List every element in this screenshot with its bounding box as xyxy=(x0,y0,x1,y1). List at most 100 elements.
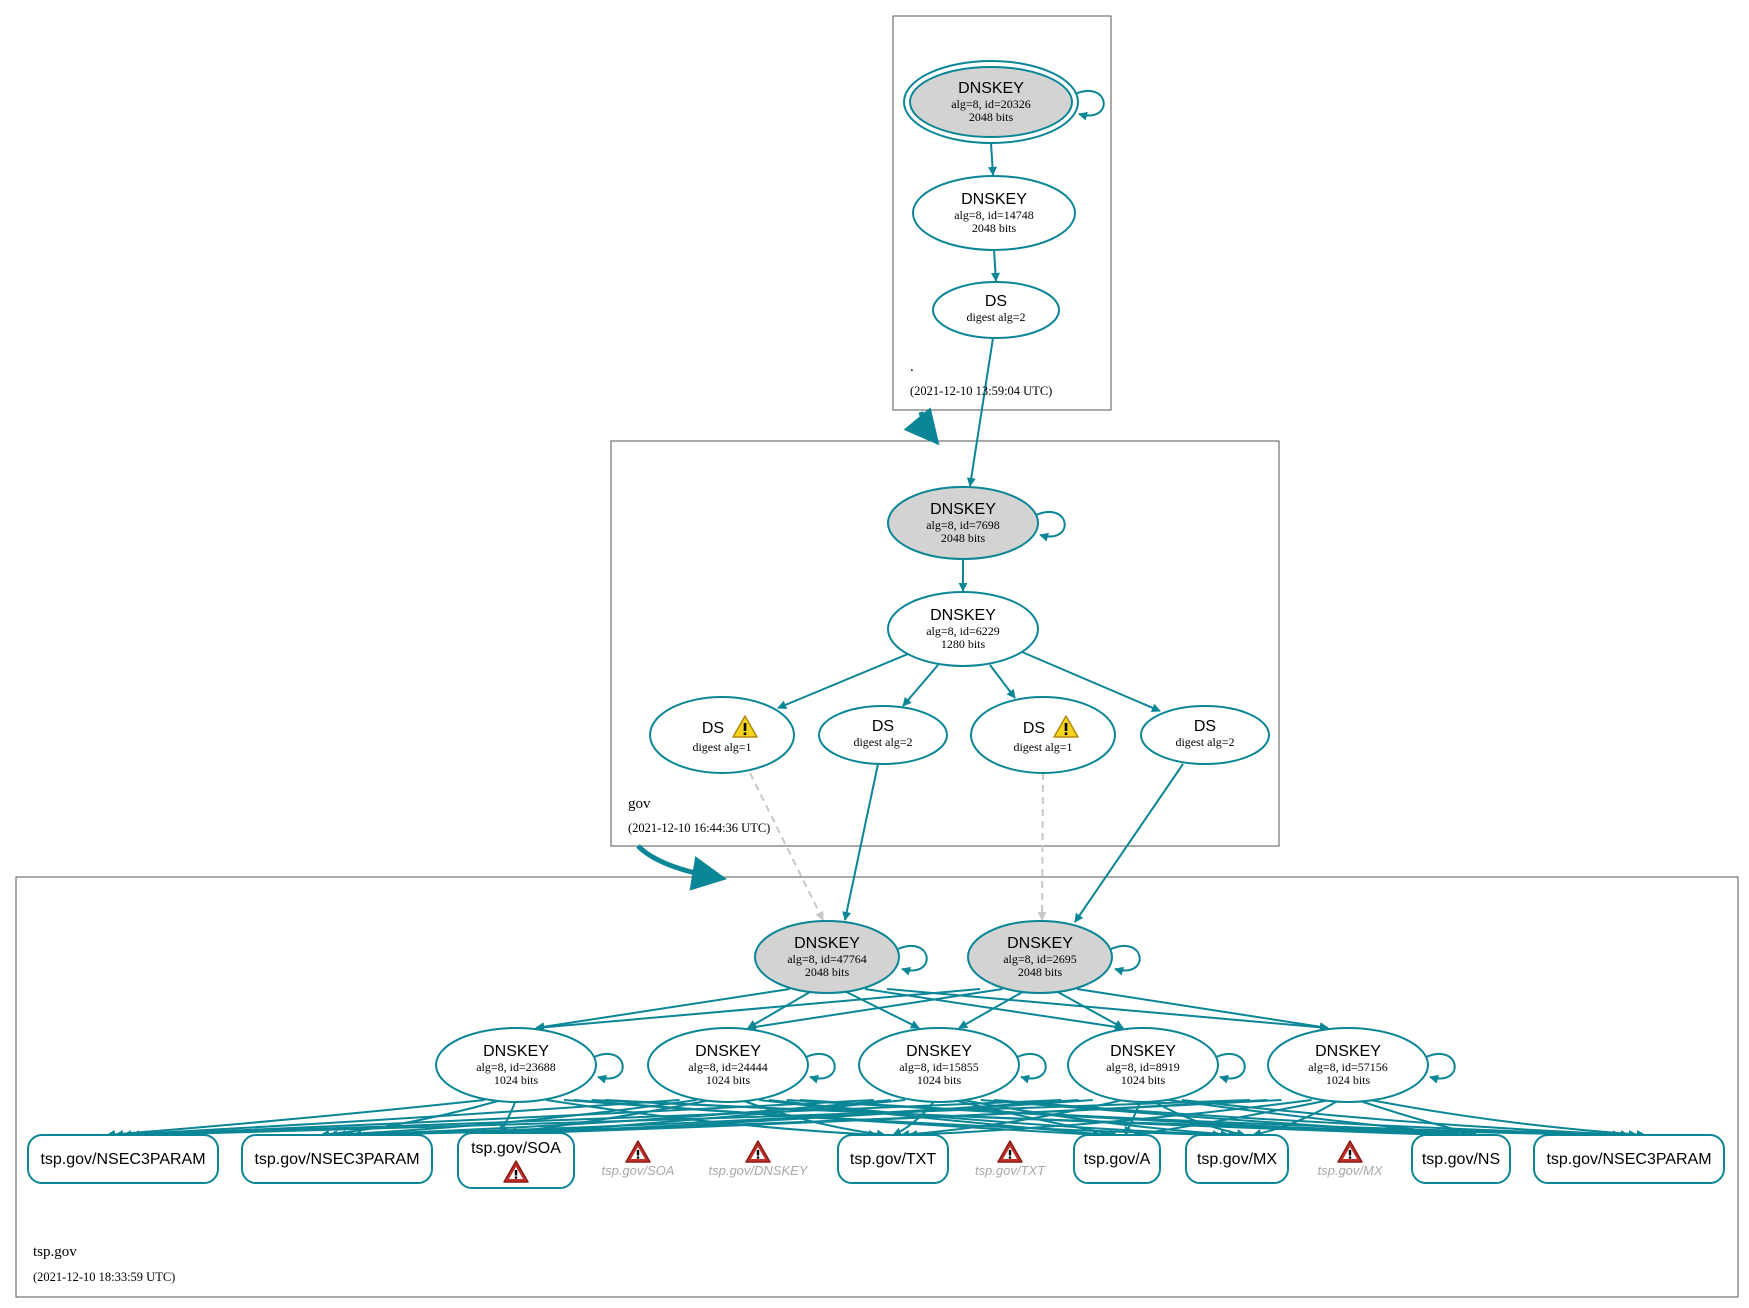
signature-edge xyxy=(531,1099,1282,1138)
node-title: DNSKEY xyxy=(695,1043,761,1060)
invalid-ds-edge xyxy=(1037,772,1047,921)
node-detail: alg=8, id=14748 xyxy=(954,208,1034,222)
signature-edge xyxy=(886,988,1329,1032)
rrset-label: tsp.gov/NS xyxy=(1422,1151,1500,1168)
node-dnskey-14748[interactable]: DNSKEY alg=8, id=14748 2048 bits xyxy=(912,175,1076,251)
node-title: DS xyxy=(985,293,1007,310)
node-title: DNSKEY xyxy=(1110,1043,1176,1060)
zone-timestamp-root: (2021-12-10 13:59:04 UTC) xyxy=(910,384,1052,398)
node-dnskey-2695[interactable]: DNSKEY alg=8, id=2695 2048 bits xyxy=(967,920,1113,994)
node-dnskey-23688[interactable]: DNSKEY alg=8, id=23688 1024 bits xyxy=(435,1027,597,1103)
node-detail: alg=8, id=23688 xyxy=(476,1060,556,1074)
node-bits: 2048 bits xyxy=(972,221,1017,235)
node-ds-root[interactable]: DS digest alg=2 xyxy=(932,281,1060,339)
self-signature-edge xyxy=(593,1053,624,1084)
missing-rrset-label: tsp.gov/DNSKEY xyxy=(709,1163,809,1178)
node-title: DS xyxy=(1023,720,1045,737)
node-bits: 2048 bits xyxy=(1018,965,1063,979)
error-icon xyxy=(745,1140,771,1163)
node-detail: digest alg=1 xyxy=(692,740,751,754)
signature-edge xyxy=(1051,988,1124,1029)
node-dnskey-20326[interactable]: DNSKEY alg=8, id=20326 2048 bits xyxy=(903,60,1079,144)
node-title: DNSKEY xyxy=(961,191,1027,208)
rrset-nsec3param-1[interactable]: tsp.gov/NSEC3PARAM xyxy=(27,1134,219,1184)
rrset-txt[interactable]: tsp.gov/TXT xyxy=(837,1134,949,1184)
node-detail: alg=8, id=7698 xyxy=(926,518,1000,532)
zone-name-gov: gov xyxy=(628,796,651,812)
signature-edge xyxy=(902,664,939,707)
node-ds-gov-2[interactable]: DS digest alg=2 xyxy=(818,705,948,765)
ds-delegation-edge xyxy=(842,763,879,921)
rrset-soa[interactable]: tsp.gov/SOA xyxy=(457,1132,575,1189)
signature-edge xyxy=(988,142,997,176)
signature-edge xyxy=(892,1099,937,1136)
node-bits: 1024 bits xyxy=(917,1073,962,1087)
error-icon xyxy=(997,1140,1023,1163)
node-dnskey-7698[interactable]: DNSKEY alg=8, id=7698 2048 bits xyxy=(887,486,1039,560)
node-dnskey-47764[interactable]: DNSKEY alg=8, id=47764 2048 bits xyxy=(754,920,900,994)
missing-rrset-label: tsp.gov/SOA xyxy=(602,1163,675,1178)
signature-edge xyxy=(994,1099,1630,1140)
node-title: DNSKEY xyxy=(958,80,1024,97)
self-signature-edge xyxy=(897,945,928,976)
ds-delegation-edge xyxy=(1074,763,1184,923)
node-dnskey-57156[interactable]: DNSKEY alg=8, id=57156 1024 bits xyxy=(1267,1027,1429,1103)
node-ds-gov-4[interactable]: DS digest alg=2 xyxy=(1140,705,1270,765)
node-dnskey-24444[interactable]: DNSKEY alg=8, id=24444 1024 bits xyxy=(647,1027,809,1103)
self-signature-edge xyxy=(805,1053,836,1084)
node-bits: 1280 bits xyxy=(941,637,986,651)
zone-timestamp-tsp: (2021-12-10 18:33:59 UTC) xyxy=(33,1270,175,1284)
signature-edge xyxy=(759,1099,1110,1139)
missing-rrset-label: tsp.gov/MX xyxy=(1317,1163,1383,1178)
node-detail: alg=8, id=47764 xyxy=(787,952,867,966)
node-detail: alg=8, id=8919 xyxy=(1106,1060,1180,1074)
self-signature-edge xyxy=(1035,511,1066,542)
missing-rrset-soa[interactable]: tsp.gov/SOA xyxy=(602,1140,675,1178)
node-bits: 2048 bits xyxy=(969,110,1014,124)
node-ds-gov-3[interactable]: DS digest alg=1 xyxy=(970,696,1116,774)
rrset-a[interactable]: tsp.gov/A xyxy=(1073,1134,1161,1184)
zone-box-gov xyxy=(610,440,1280,847)
node-dnskey-15855[interactable]: DNSKEY alg=8, id=15855 1024 bits xyxy=(858,1027,1020,1103)
signature-edge xyxy=(1021,651,1161,712)
rrset-ns[interactable]: tsp.gov/NS xyxy=(1411,1134,1511,1184)
signature-edge xyxy=(989,664,1016,699)
node-bits: 1024 bits xyxy=(706,1073,751,1087)
missing-rrset-mx[interactable]: tsp.gov/MX xyxy=(1317,1140,1384,1178)
node-detail: alg=8, id=24444 xyxy=(688,1060,768,1074)
node-bits: 1024 bits xyxy=(1121,1073,1166,1087)
signature-edge xyxy=(1132,1099,1330,1139)
error-icon xyxy=(503,1160,529,1183)
node-detail: digest alg=1 xyxy=(1013,740,1072,754)
missing-rrset-txt[interactable]: tsp.gov/TXT xyxy=(975,1140,1046,1178)
rrset-label: tsp.gov/SOA xyxy=(471,1140,561,1157)
rrset-nsec3param-3[interactable]: tsp.gov/NSEC3PARAM xyxy=(1533,1134,1725,1184)
missing-rrset-dnskey[interactable]: tsp.gov/DNSKEY xyxy=(709,1140,809,1178)
warning-icon xyxy=(732,715,758,738)
node-detail: digest alg=2 xyxy=(853,735,912,749)
node-detail: alg=8, id=57156 xyxy=(1308,1060,1388,1074)
signature-edge xyxy=(535,988,981,1032)
digest-edge xyxy=(990,249,1000,282)
node-title: DNSKEY xyxy=(483,1043,549,1060)
node-ds-gov-1[interactable]: DS digest alg=1 xyxy=(649,696,795,774)
node-title: DS xyxy=(702,720,724,737)
signature-edge xyxy=(958,988,1029,1029)
node-dnskey-8919[interactable]: DNSKEY alg=8, id=8919 1024 bits xyxy=(1067,1027,1219,1103)
zone-box-root xyxy=(892,15,1112,411)
zone-timestamp-gov: (2021-12-10 16:44:36 UTC) xyxy=(628,821,770,835)
node-title: DNSKEY xyxy=(1007,935,1073,952)
rrset-label: tsp.gov/TXT xyxy=(850,1151,936,1168)
signature-edge xyxy=(980,1099,1462,1139)
node-bits: 1024 bits xyxy=(1326,1073,1371,1087)
rrset-mx[interactable]: tsp.gov/MX xyxy=(1185,1134,1289,1184)
error-icon xyxy=(1337,1140,1363,1163)
node-bits: 1024 bits xyxy=(494,1073,539,1087)
invalid-ds-edge xyxy=(749,772,824,921)
rrset-label: tsp.gov/A xyxy=(1084,1151,1151,1168)
rrset-nsec3param-2[interactable]: tsp.gov/NSEC3PARAM xyxy=(241,1134,433,1184)
rrset-label: tsp.gov/NSEC3PARAM xyxy=(1546,1151,1711,1168)
node-dnskey-6229[interactable]: DNSKEY alg=8, id=6229 1280 bits xyxy=(887,591,1039,667)
signature-edge xyxy=(1076,988,1329,1032)
